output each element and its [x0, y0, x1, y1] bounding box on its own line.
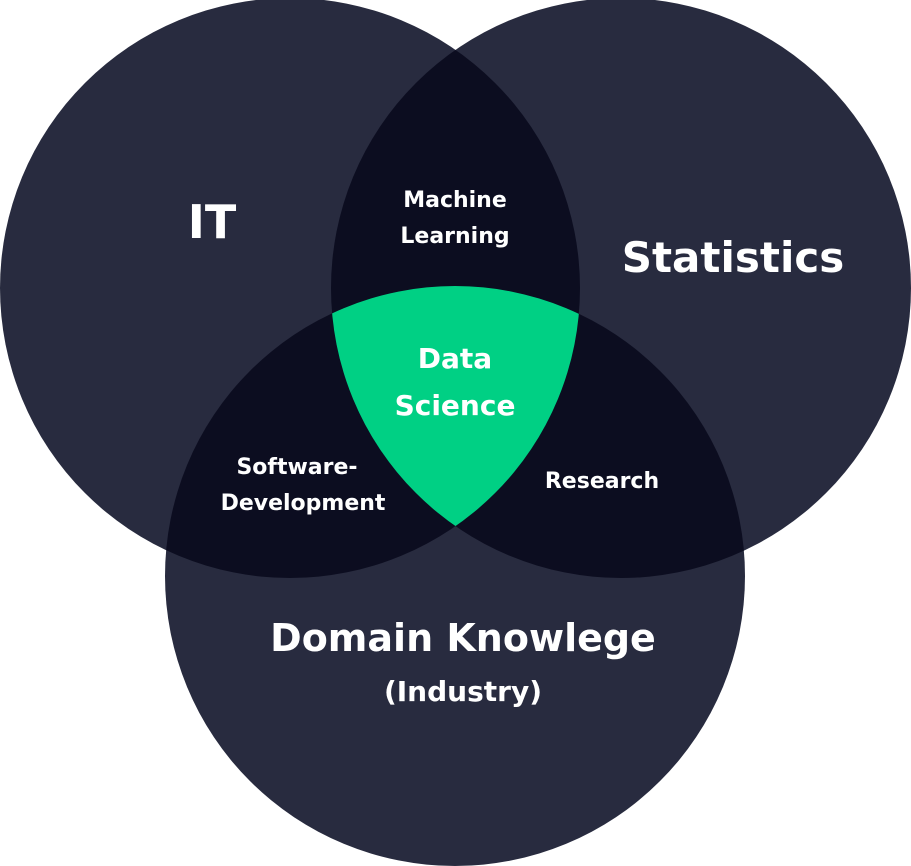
data-science-label: Science [395, 389, 516, 422]
machine-learning-label: Learning [400, 224, 509, 249]
data-science-label: Data [418, 342, 492, 375]
software-development-label: Software- [236, 455, 357, 480]
software-development-label: Development [221, 491, 386, 516]
domain-knowledge-sublabel: (Industry) [384, 675, 542, 708]
it-label: IT [188, 195, 237, 249]
domain-knowledge-label: Domain Knowlege [270, 616, 656, 660]
statistics-label: Statistics [622, 233, 845, 282]
research-label: Research [545, 469, 659, 494]
machine-learning-label: Machine [403, 188, 507, 213]
